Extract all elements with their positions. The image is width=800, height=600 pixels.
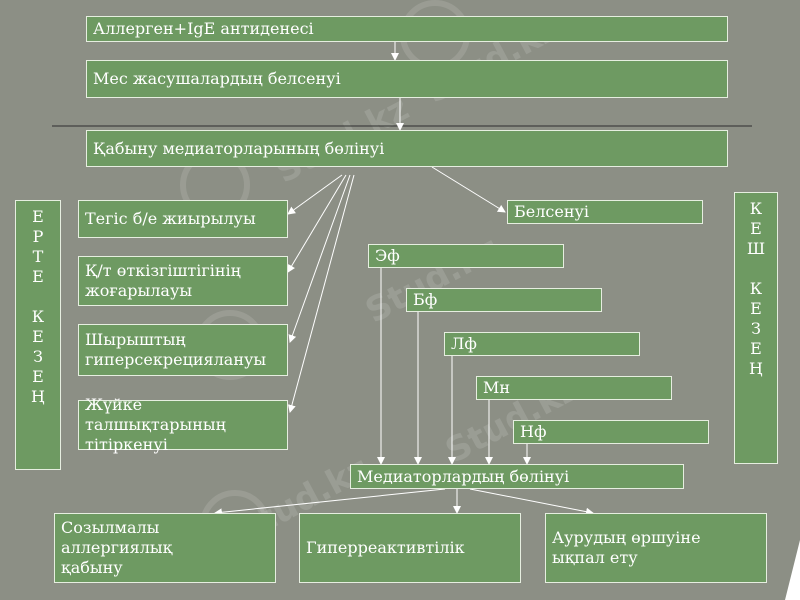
effect-box: Қ/т өткізгіштігінің жоғарылауы <box>78 256 288 306</box>
effect-box: Жүйке талшықтарының тітіркенуі <box>78 395 288 454</box>
early-phase-label: Е Р Т Е К Е З Е Ң <box>15 200 61 470</box>
outcome-box: Аурудың өршуіне ықпал ету <box>545 513 767 583</box>
outcome-box: Гиперреактивтілік <box>299 513 521 583</box>
cell-box-basophil: Бф <box>406 288 602 312</box>
effect-box: Тегіс б/е жиырылуы <box>78 200 288 238</box>
cell-box-lymphocyte: Лф <box>444 332 640 356</box>
arrow-to-outcome <box>214 488 446 517</box>
trigger-box: Аллерген+IgE антиденесі <box>86 16 728 42</box>
effect-box: Шырыштың гиперсекрециялануы <box>78 324 288 376</box>
cell-box-eosinophil: Эф <box>368 244 564 268</box>
activation-box: Мес жасушалардың белсенуі <box>86 60 728 98</box>
arrow-to-effect <box>287 174 347 273</box>
arrow-to-activation <box>431 166 506 213</box>
release-box: Қабыну медиаторларының бөлінуі <box>86 130 728 167</box>
arrow-to-effect <box>287 174 355 413</box>
arrow-to-effect <box>287 174 343 215</box>
arrow-to-outcome <box>469 488 594 516</box>
outcome-box: Созылмалы аллергиялық қабыну <box>54 513 276 583</box>
mediator-release-box: Медиаторлардың бөлінуі <box>350 464 684 489</box>
cell-box-neutrophil: Нф <box>513 420 709 444</box>
late-activation-box: Белсенуі <box>507 200 703 224</box>
late-phase-label: К Е Ш К Е З Е Ң <box>734 192 778 464</box>
cell-box-monocyte: Мн <box>476 376 672 400</box>
arrow-to-effect <box>288 174 351 343</box>
